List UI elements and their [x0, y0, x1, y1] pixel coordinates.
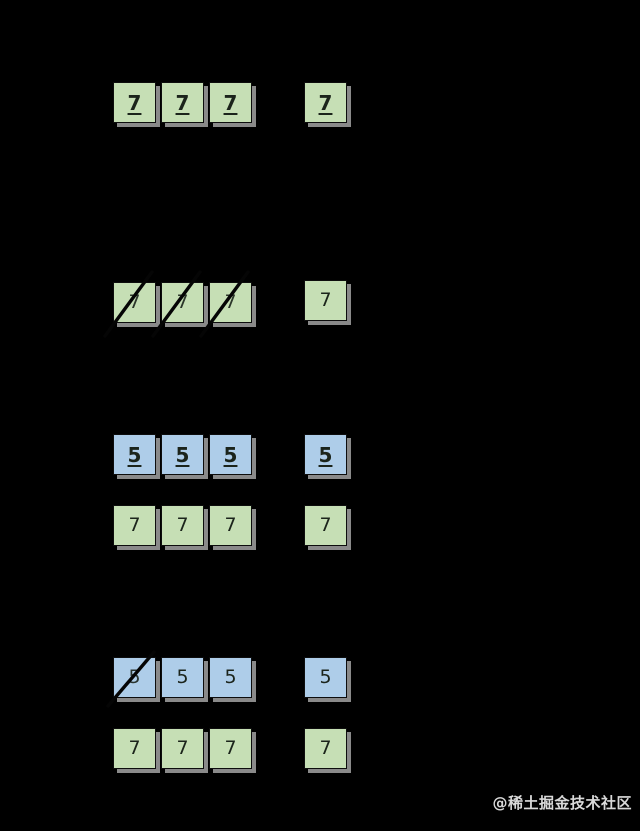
cell-value: 7: [319, 737, 332, 759]
cell-value: 7: [319, 514, 332, 536]
cell-value: 7: [319, 289, 332, 311]
memory-cell: 5: [209, 434, 252, 475]
memory-cell: 5: [161, 434, 204, 475]
cell-value: 5: [319, 666, 332, 688]
cell-value: 7: [176, 514, 189, 536]
memory-cell-crossed: 5: [106, 650, 156, 708]
watermark: @稀土掘金技术社区: [492, 794, 632, 812]
cell-value: 7: [224, 291, 237, 313]
memory-cell: 7: [161, 505, 204, 546]
memory-cell: 5: [113, 434, 156, 475]
memory-cell: 5: [161, 657, 204, 698]
memory-cell: 7: [113, 82, 156, 123]
memory-cell: 5: [209, 657, 252, 698]
cell-value: 7: [176, 737, 189, 759]
cell-value: 7: [224, 737, 237, 759]
memory-cell: 7: [209, 505, 252, 546]
cell-value: 7: [318, 90, 333, 115]
cell-value: 5: [128, 666, 141, 688]
memory-cell-single: 5: [304, 657, 347, 698]
memory-cell-single: 7: [304, 82, 347, 123]
memory-cell-crossed: 7: [199, 270, 252, 338]
memory-cell: 7: [113, 505, 156, 546]
cell-value: 7: [128, 737, 141, 759]
memory-cell: 7: [161, 728, 204, 769]
memory-cell: 7: [209, 728, 252, 769]
cell-value: 7: [128, 514, 141, 536]
cell-value: 7: [128, 291, 141, 313]
cell-value: 7: [176, 291, 189, 313]
memory-cell-single: 7: [304, 280, 347, 321]
memory-cell-single: 7: [304, 728, 347, 769]
cell-value: 7: [224, 514, 237, 536]
memory-cell: 7: [161, 82, 204, 123]
cell-value: 5: [175, 442, 190, 467]
memory-cell-crossed: 7: [103, 270, 156, 338]
memory-cell: 7: [113, 728, 156, 769]
memory-cell-single: 5: [304, 434, 347, 475]
cell-value: 5: [223, 442, 238, 467]
cell-value: 5: [318, 442, 333, 467]
cell-value: 7: [223, 90, 238, 115]
cell-value: 5: [176, 666, 189, 688]
memory-cell-single: 7: [304, 505, 347, 546]
cell-value: 7: [175, 90, 190, 115]
cell-value: 7: [127, 90, 142, 115]
memory-cell-crossed: 7: [151, 270, 204, 338]
cell-value: 5: [127, 442, 142, 467]
cell-value: 5: [224, 666, 237, 688]
memory-cell: 7: [209, 82, 252, 123]
